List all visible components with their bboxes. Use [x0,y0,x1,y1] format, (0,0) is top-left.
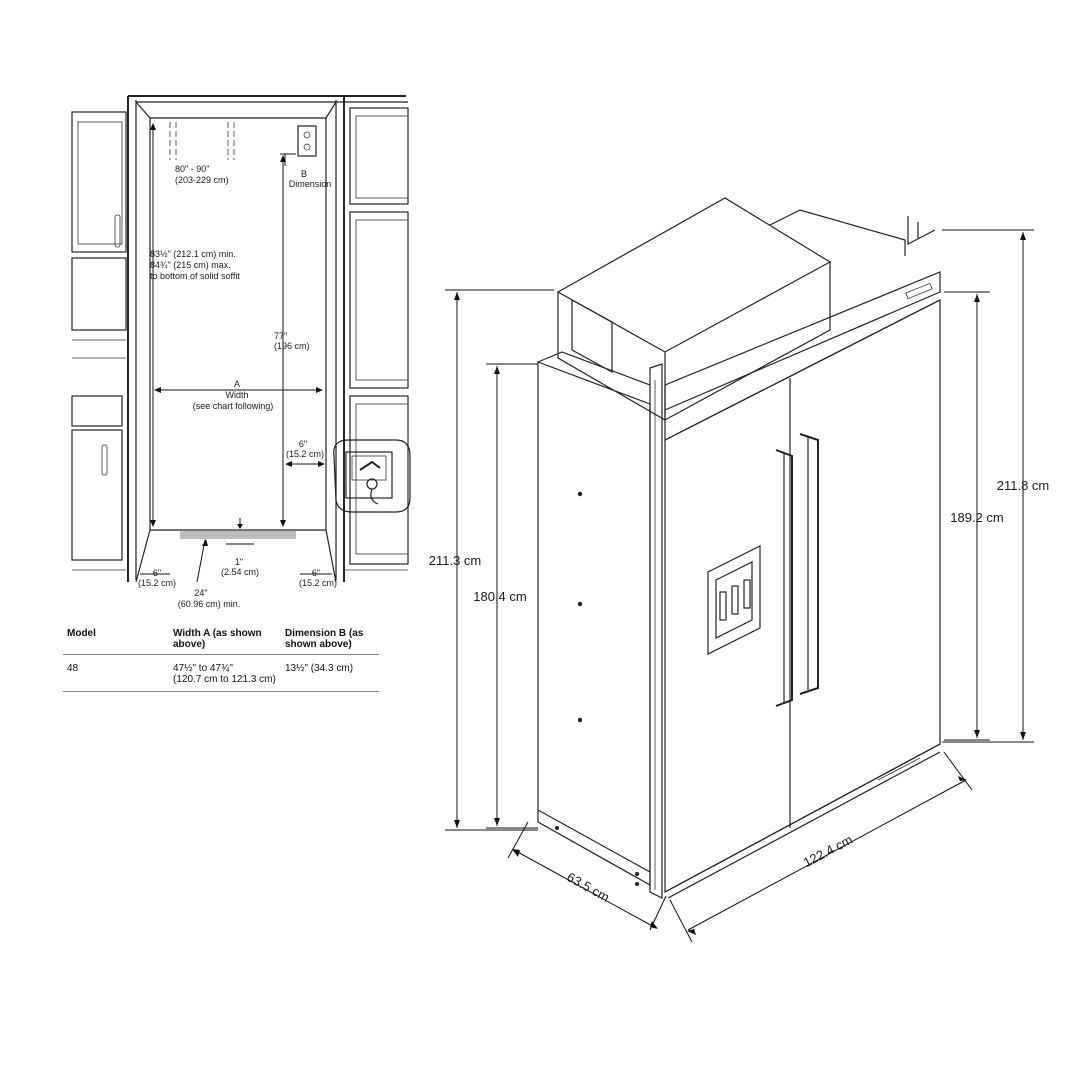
cabinet-height-right-label: 189.2 cm [950,510,1003,525]
ice-water-dispenser-icon [707,545,761,655]
soffit-note-label: to bottom of solid soffit [150,271,240,281]
model-spec-table: Model Width A (as shown above) Dimension… [63,622,379,692]
left-cabinets [71,111,127,571]
refrigerator-drawing: 211.3 cm 180.4 cm 189.2 cm 211.8 cm 63.5… [429,197,1050,943]
dimension-b-letter: B [301,169,307,179]
gap-1-cm-label: (2.54 cm) [221,567,259,577]
overall-height-right-label: 211.8 cm [997,478,1050,493]
soffit-min-label: 83½" (212.1 cm) min. [150,249,236,259]
header-model: Model [63,622,169,655]
header-dimension-b: Dimension B (as shown above) [281,622,379,655]
freezer-door-handle [775,449,793,707]
side-panel [537,351,651,887]
installation-plan: 80" - 90" (203-229 cm) B Dimension 83½" … [71,95,411,609]
cell-width-a-line2: (120.7 cm to 121.3 cm) [173,674,276,685]
side-trim [649,363,663,899]
width-word-label: Width [225,390,248,400]
header-width-a: Width A (as shown above) [169,622,281,655]
gap-1-label: 1" [235,557,243,567]
ceiling-range-cm-label: (203-229 cm) [175,175,229,185]
plan-dimension-lines [140,123,332,583]
soffit-max-label: 84¾" (215 cm) max. [150,260,231,270]
fridge-dimension-lines [445,229,1034,943]
table-header-row: Model Width A (as shown above) Dimension… [63,622,379,655]
cabinet-height-left-label: 180.4 cm [473,589,526,604]
cell-dimension-b: 13½" (34.3 cm) [281,654,379,692]
height-77-label: 77" [274,331,287,341]
side-6-right-cm-label: (15.2 cm) [286,449,324,459]
right-6-label: 6" [312,568,320,578]
overall-height-left-label: 211.3 cm [429,553,482,568]
side-6-right-label: 6" [299,439,307,449]
right-6-cm-label: (15.2 cm) [299,578,337,588]
cell-width-a: 47½" to 47¾" (120.7 cm to 121.3 cm) [169,654,281,692]
depth-24-cm-label: (60.96 cm) min. [178,599,241,609]
width-note-label: (see chart following) [193,401,274,411]
fridge-door-handle [799,433,819,695]
width-label: 122.4 cm [801,832,855,870]
height-77-cm-label: (196 cm) [274,341,310,351]
right-cabinets [344,107,409,571]
left-6-label: 6" [153,568,161,578]
ceiling-range-label: 80" - 90" [175,164,209,174]
depth-24-label: 24" [194,588,207,598]
width-letter-label: A [234,379,240,389]
left-6-cm-label: (15.2 cm) [138,578,176,588]
cell-model: 48 [63,654,169,692]
dimension-b-word: Dimension [289,179,332,189]
water-valve-icon [333,439,411,513]
table-row: 48 47½" to 47¾" (120.7 cm to 121.3 cm) 1… [63,654,379,692]
top-vent-housing [556,197,941,441]
depth-label: 63.5 cm [564,869,612,905]
cell-width-a-line1: 47½" to 47¾" [173,663,233,674]
alcove-frame [127,95,408,583]
refrigerator-front [664,299,941,899]
electrical-outlet-icon [297,125,317,157]
